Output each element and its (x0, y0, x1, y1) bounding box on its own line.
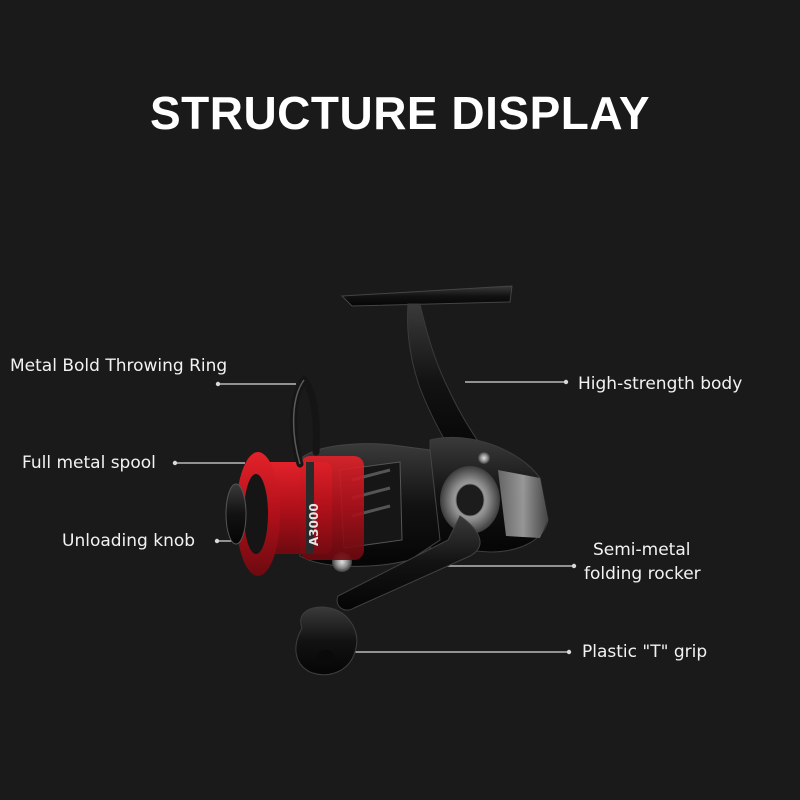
t-grip (295, 606, 358, 676)
reel-spool: A3000 (236, 452, 364, 576)
folding-rocker (336, 515, 481, 611)
unloading-knob (225, 483, 247, 545)
throwing-ring (290, 374, 320, 468)
label-grip: Plastic "T" grip (582, 642, 708, 662)
leader-lines (172, 379, 577, 655)
label-rocker-line2: folding rocker (584, 564, 701, 584)
reel-foot (340, 285, 513, 463)
model-mark: A3000 (307, 503, 321, 546)
label-unloading-knob: Unloading knob (62, 531, 196, 551)
page-title: STRUCTURE DISPLAY (149, 87, 651, 139)
label-rocker-line1: Semi-metal (593, 540, 691, 560)
label-spool: Full metal spool (22, 453, 156, 473)
label-throwing-ring: Metal Bold Throwing Ring (10, 356, 228, 376)
label-body: High-strength body (578, 374, 743, 394)
reel-body (429, 436, 549, 553)
